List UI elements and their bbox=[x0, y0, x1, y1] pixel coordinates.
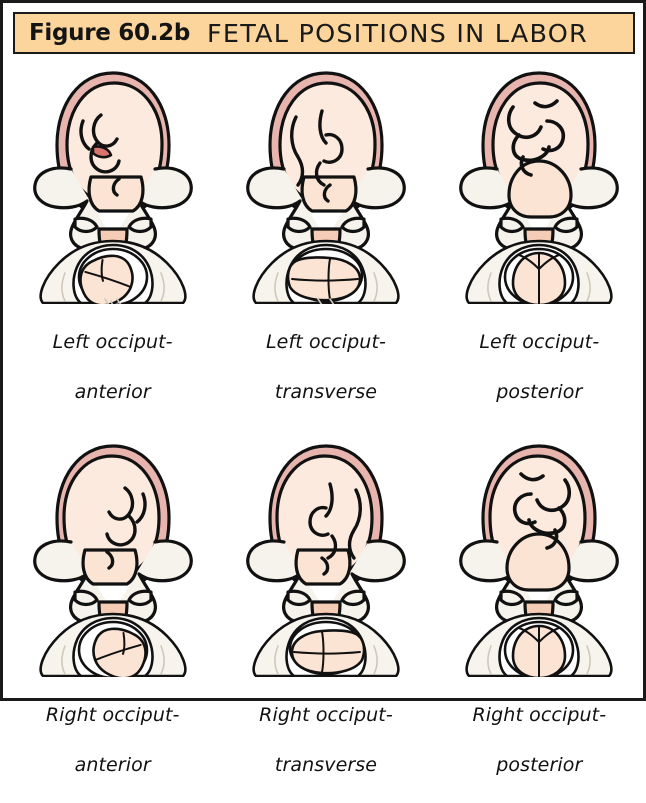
label-line-2: transverse bbox=[274, 754, 378, 776]
fetus-in-pelvis-view bbox=[246, 71, 406, 261]
label-line-2: posterior bbox=[496, 754, 583, 776]
fetal-position-grid: Left occiput- anterior bbox=[6, 57, 646, 776]
label-line-2: posterior bbox=[496, 381, 583, 403]
mirrored-group bbox=[246, 444, 406, 634]
label-line-2: transverse bbox=[274, 381, 378, 403]
panel-right-occiput-anterior: Right occiput- anterior bbox=[6, 430, 219, 803]
label-line-1: Left occiput- bbox=[52, 331, 173, 353]
figure-frame: Figure 60.2b FETAL POSITIONS IN LABOR bbox=[0, 0, 646, 776]
illustration-left-occiput-anterior bbox=[32, 71, 193, 304]
panel-label-left-occiput-anterior: Left occiput- anterior bbox=[53, 305, 173, 430]
figure-title: FETAL POSITIONS IN LABOR bbox=[207, 18, 588, 48]
label-line-1: Left occiput- bbox=[479, 331, 600, 353]
illustration-left-occiput-transverse bbox=[246, 71, 406, 304]
panel-left-occiput-transverse: Left occiput- transverse bbox=[219, 57, 432, 430]
panel-left-occiput-posterior: Left occiput- posterior bbox=[433, 57, 646, 430]
panel-right-occiput-posterior: Right occiput- posterior bbox=[433, 430, 646, 803]
vaginal-exam-inset-view bbox=[465, 612, 613, 677]
mirrored-group bbox=[459, 444, 620, 634]
panel-label-right-occiput-transverse: Right occiput- transverse bbox=[259, 678, 393, 803]
illustration-left-occiput-posterior bbox=[459, 71, 620, 304]
fetus-in-pelvis-view bbox=[32, 71, 193, 261]
label-line-1: Right occiput- bbox=[472, 704, 607, 726]
illustration-right-occiput-posterior bbox=[459, 444, 620, 677]
figure-header-band: Figure 60.2b FETAL POSITIONS IN LABOR bbox=[13, 12, 635, 54]
label-line-1: Right occiput- bbox=[45, 704, 180, 726]
vaginal-exam-inset-view bbox=[39, 239, 187, 304]
label-line-1: Left occiput- bbox=[266, 331, 386, 353]
mirrored-group bbox=[32, 444, 193, 634]
panel-label-left-occiput-transverse: Left occiput- transverse bbox=[266, 305, 386, 430]
label-line-2: anterior bbox=[74, 754, 151, 776]
figure-number: Figure 60.2b bbox=[29, 20, 190, 46]
panel-left-occiput-anterior: Left occiput- anterior bbox=[6, 57, 219, 430]
fetus-in-pelvis-view bbox=[459, 71, 620, 261]
label-line-1: Right occiput- bbox=[259, 704, 393, 726]
label-line-2: anterior bbox=[74, 381, 151, 403]
illustration-right-occiput-transverse bbox=[246, 444, 406, 677]
vaginal-exam-inset-view bbox=[252, 239, 400, 304]
vaginal-exam-inset-view bbox=[465, 239, 613, 304]
illustration-right-occiput-anterior bbox=[32, 444, 193, 677]
panel-label-right-occiput-posterior: Right occiput- posterior bbox=[472, 678, 606, 803]
vaginal-exam-inset-view bbox=[39, 612, 187, 677]
panel-label-right-occiput-anterior: Right occiput- anterior bbox=[46, 678, 180, 803]
vaginal-exam-inset-view bbox=[252, 612, 400, 677]
panel-label-left-occiput-posterior: Left occiput- posterior bbox=[479, 305, 599, 430]
panel-right-occiput-transverse: Right occiput- transverse bbox=[219, 430, 432, 803]
